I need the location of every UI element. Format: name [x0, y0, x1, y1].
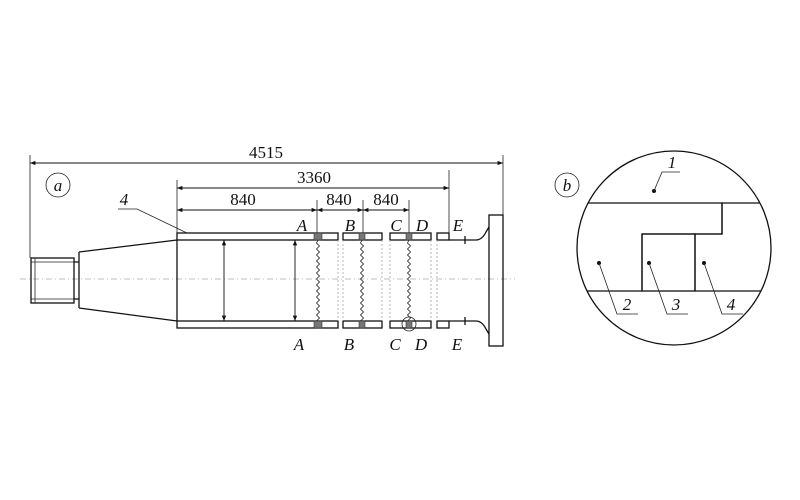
- panel-b-badge: [554, 172, 580, 198]
- callout-4: 4: [702, 261, 743, 315]
- panel-a-badge: [45, 172, 71, 198]
- dimension-seg2: 840: [326, 190, 352, 209]
- callout-label-2: 2: [623, 295, 632, 314]
- section-label-b-bottom: B: [344, 335, 355, 354]
- tapered-shank: [78, 239, 178, 322]
- callout-2: 2: [597, 261, 638, 315]
- callout-label-1: 1: [668, 153, 677, 172]
- dimension-tube: 3360: [297, 168, 331, 187]
- panel-b-label: b: [563, 176, 572, 195]
- callout-1: 1: [652, 153, 680, 193]
- dimension-seg1: 840: [230, 190, 256, 209]
- detail-view: [577, 202, 771, 292]
- dimension-seg3: 840: [373, 190, 399, 209]
- panel-a-label: a: [54, 176, 63, 195]
- detail-b-marker: [401, 316, 417, 332]
- section-label-e-top: E: [452, 216, 464, 235]
- section-label-d-top: D: [415, 216, 429, 235]
- flange: [488, 214, 504, 347]
- tube: [176, 232, 450, 329]
- section-label-a-top: A: [296, 216, 308, 235]
- part-label-4: 4: [120, 190, 129, 209]
- callout-3: 3: [647, 261, 688, 315]
- detail-circle: [576, 150, 772, 346]
- seal-rings: [313, 232, 413, 329]
- threaded-end: [30, 257, 79, 304]
- dimension-overall: 4515: [249, 143, 283, 162]
- leader-line: [118, 208, 188, 234]
- callout-label-4: 4: [727, 295, 736, 314]
- section-label-d-bottom: D: [414, 335, 428, 354]
- region-4-sleeve: [694, 202, 771, 292]
- section-label-a-bottom: A: [293, 335, 305, 354]
- section-label-c-bottom: C: [389, 335, 401, 354]
- section-label-c-top: C: [390, 216, 402, 235]
- panel-b: b 1 2 3 4: [554, 150, 772, 346]
- section-label-b-top: B: [345, 216, 356, 235]
- callout-label-3: 3: [671, 295, 681, 314]
- weld-seam: [315, 239, 412, 322]
- panel-a: a 4515 3360 840 840 840: [20, 143, 515, 354]
- region-2-tube-wall: [577, 202, 723, 292]
- section-label-e-bottom: E: [451, 335, 463, 354]
- flange-neck: [449, 226, 490, 335]
